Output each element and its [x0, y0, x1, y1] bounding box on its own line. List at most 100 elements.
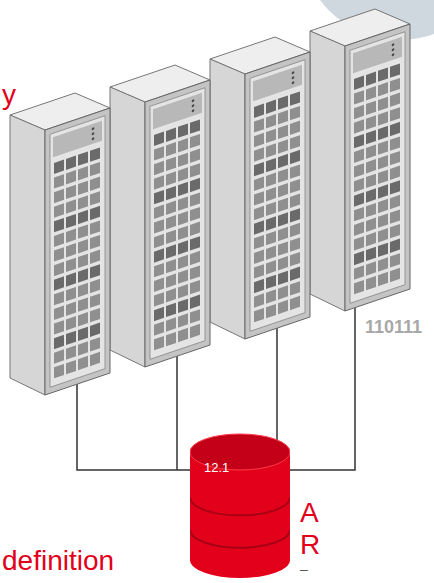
- slide-text: y: [2, 80, 16, 111]
- drive-slot: [266, 187, 276, 201]
- drive-slot: [66, 170, 76, 184]
- drive-slot: [390, 107, 400, 121]
- drive-slot: [190, 192, 200, 206]
- drive-slot: [354, 236, 364, 250]
- drive-slot: [278, 241, 288, 255]
- drive-slot: [278, 285, 288, 299]
- drive-slot: [154, 205, 164, 219]
- drive-slot: [378, 170, 388, 184]
- drive-slot: [390, 224, 400, 238]
- wire: [288, 308, 355, 470]
- drive-slot: [290, 281, 300, 295]
- drive-slot: [66, 229, 76, 243]
- status-light: [92, 127, 95, 130]
- drive-slot: [66, 360, 76, 374]
- drive-slot: [354, 134, 364, 148]
- drive-slot: [190, 324, 200, 338]
- status-light: [392, 43, 395, 46]
- drive-slot: [90, 293, 100, 307]
- drive-slot: [90, 279, 100, 293]
- drive-slot: [290, 296, 300, 310]
- drive-slot: [254, 147, 264, 161]
- drive-slot: [390, 209, 400, 223]
- drive-slot: [290, 267, 300, 281]
- drive-slot: [190, 295, 200, 309]
- rack-panel: [250, 60, 305, 332]
- drive-slot: [90, 235, 100, 249]
- drive-slot: [254, 133, 264, 147]
- rack-front: [245, 52, 310, 339]
- drive-slot: [54, 218, 64, 232]
- drive-slot: [278, 227, 288, 241]
- drive-slot: [54, 364, 64, 378]
- drive-slot: [278, 300, 288, 314]
- rack-front-detail: [50, 116, 105, 388]
- status-light: [92, 132, 95, 135]
- drive-slot: [354, 90, 364, 104]
- drive-slot: [66, 258, 76, 272]
- server-rack: [110, 65, 210, 367]
- drive-slot: [154, 292, 164, 306]
- drive-slot: [54, 349, 64, 363]
- rack-front: [345, 24, 410, 311]
- drive-slot: [266, 289, 276, 303]
- drive-slot: [178, 299, 188, 313]
- drive-slot: [254, 162, 264, 176]
- bullet-dash: –: [300, 562, 308, 577]
- drive-slot: [378, 228, 388, 242]
- drive-slot: [278, 95, 288, 109]
- drive-slot: [354, 207, 364, 221]
- drive-slot: [166, 201, 176, 215]
- drive-slot: [254, 177, 264, 191]
- drive-slot: [90, 220, 100, 234]
- drive-slot: [366, 72, 376, 86]
- drive-slot: [54, 262, 64, 276]
- drive-slot: [54, 160, 64, 174]
- drive-slot: [66, 316, 76, 330]
- drive-slot: [390, 253, 400, 267]
- status-light: [192, 104, 195, 107]
- drive-slot: [390, 195, 400, 209]
- status-light: [192, 99, 195, 102]
- rack-front-detail: [350, 32, 405, 304]
- drive-slot: [278, 154, 288, 168]
- drive-slot: [254, 104, 264, 118]
- status-light: [292, 76, 295, 79]
- drive-slot: [278, 125, 288, 139]
- drive-slot: [278, 271, 288, 285]
- drive-slot: [378, 140, 388, 154]
- drive-slot: [266, 158, 276, 172]
- drive-slot: [366, 130, 376, 144]
- drive-slot: [154, 278, 164, 292]
- drive-slot: [254, 279, 264, 293]
- drive-slot: [390, 166, 400, 180]
- status-light: [292, 71, 295, 74]
- drive-slot: [354, 251, 364, 265]
- drive-slot: [354, 105, 364, 119]
- rack-panel: [50, 116, 105, 388]
- drive-slot: [78, 297, 88, 311]
- drive-slot: [390, 136, 400, 150]
- drive-slot: [154, 307, 164, 321]
- drive-slot: [78, 312, 88, 326]
- drive-slot: [266, 216, 276, 230]
- status-light: [192, 109, 195, 112]
- drive-slot: [78, 254, 88, 268]
- drive-slot: [366, 232, 376, 246]
- drive-slot: [166, 244, 176, 258]
- drive-slot: [166, 274, 176, 288]
- drive-slot: [278, 110, 288, 124]
- drive-slot: [366, 188, 376, 202]
- drive-slot: [190, 265, 200, 279]
- drive-slot: [154, 248, 164, 262]
- database-cylinder: 12.1: [190, 432, 290, 580]
- drive-slot: [254, 293, 264, 307]
- version-label: 12.1: [204, 460, 229, 475]
- drive-slot: [290, 106, 300, 120]
- drive-slot: [266, 246, 276, 260]
- cylinder-band: [190, 530, 290, 548]
- drive-slot: [290, 164, 300, 178]
- drive-slot: [90, 191, 100, 205]
- drive-slot: [54, 335, 64, 349]
- drive-slot: [390, 239, 400, 253]
